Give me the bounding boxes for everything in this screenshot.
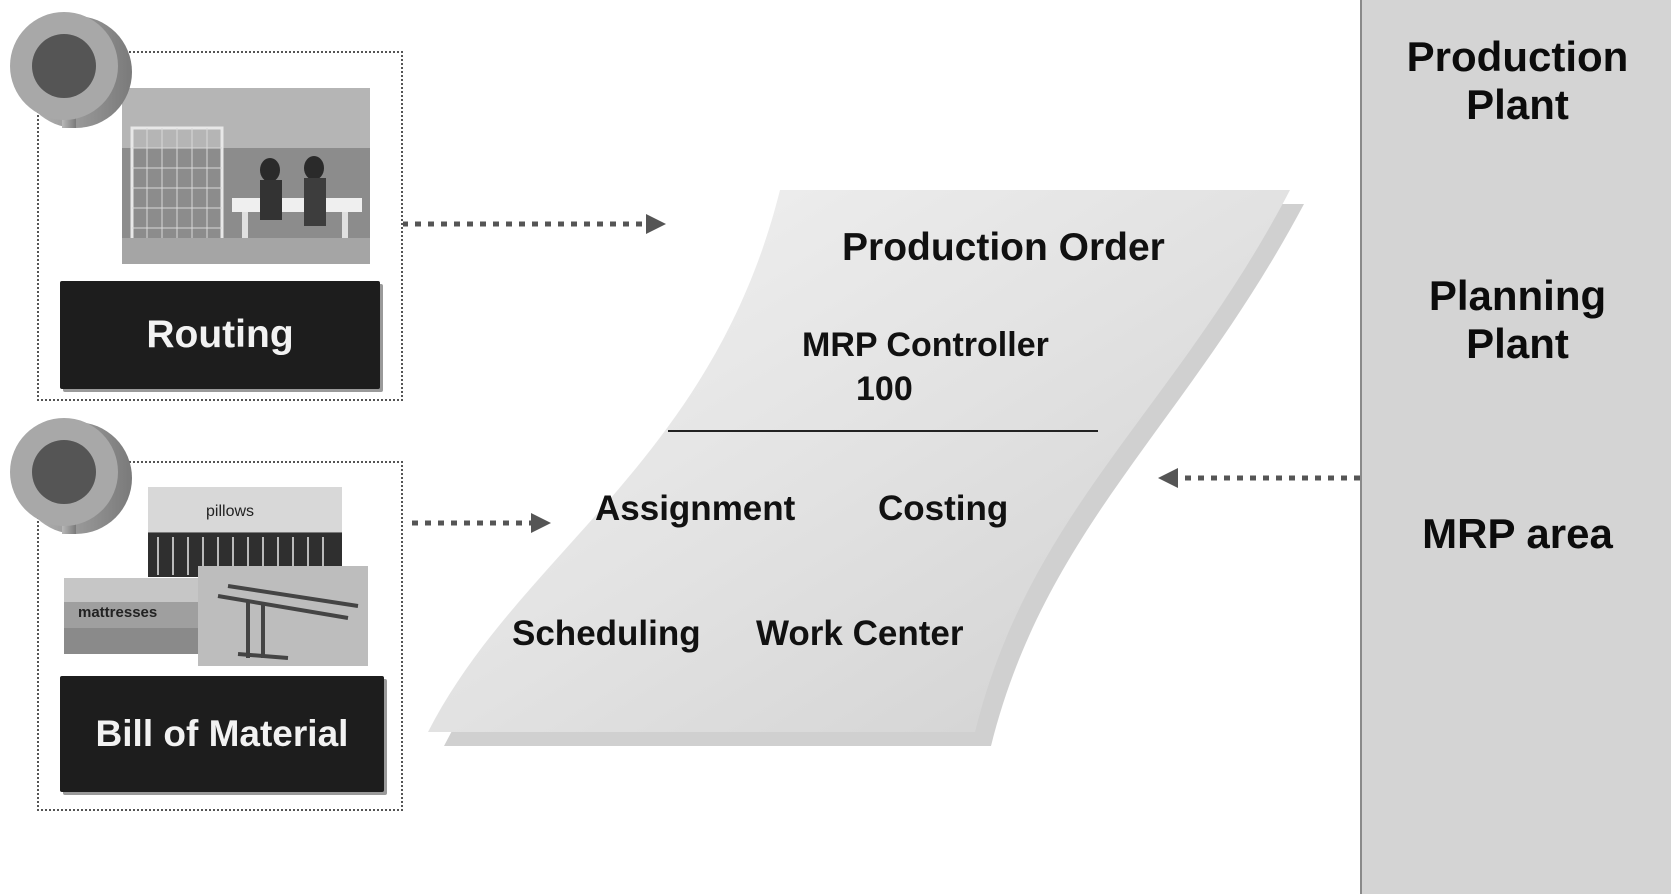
production-order-title: Production Order [842,226,1165,269]
work-center-label: Work Center [756,614,964,653]
database-cylinder-icon [8,412,134,536]
pillows-photo: pillows [148,487,342,577]
mattresses-photo: mattresses [64,578,218,654]
production-order-sheet [428,190,1290,732]
arrow-left-icon [1158,468,1360,488]
production-plant-label: Production Plant [1406,33,1629,128]
arrow-right-icon [402,214,666,234]
scheduling-label: Scheduling [512,614,701,653]
mrp-area-label: MRP area [1422,510,1613,557]
routing-photo [122,88,370,264]
organizational-levels-panel: Production Plant Planning Plant MRP area [1360,0,1671,894]
routing-label: Routing [60,281,380,389]
factory-image [122,88,370,264]
mrp-controller-value: 100 [856,370,913,408]
planning-plant-label: Planning Plant [1428,272,1607,367]
arrow-right-icon [412,513,551,533]
assignment-label: Assignment [595,489,796,528]
database-cylinder-icon [8,6,134,130]
frame-photo [198,566,368,666]
pillows-label: pillows [206,503,255,520]
costing-label: Costing [878,489,1009,528]
mattresses-label: mattresses [78,604,158,621]
bom-label: Bill of Material [60,676,384,792]
mrp-controller-label: MRP Controller [802,326,1049,364]
